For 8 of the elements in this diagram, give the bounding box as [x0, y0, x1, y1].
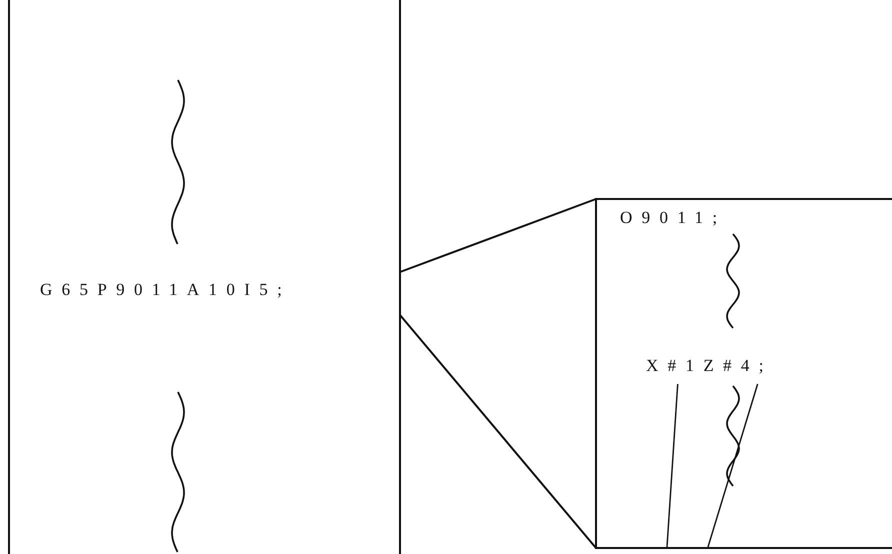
leader-line [666, 384, 678, 548]
expansion-line [399, 198, 597, 549]
macro-program-box [595, 198, 892, 549]
program-line: X#1Z#4; [646, 356, 773, 376]
leader-line [707, 384, 758, 548]
program-line: G65P9011A10I5; [40, 280, 292, 300]
program-column [8, 0, 401, 554]
program-line: O9011; [620, 208, 726, 228]
